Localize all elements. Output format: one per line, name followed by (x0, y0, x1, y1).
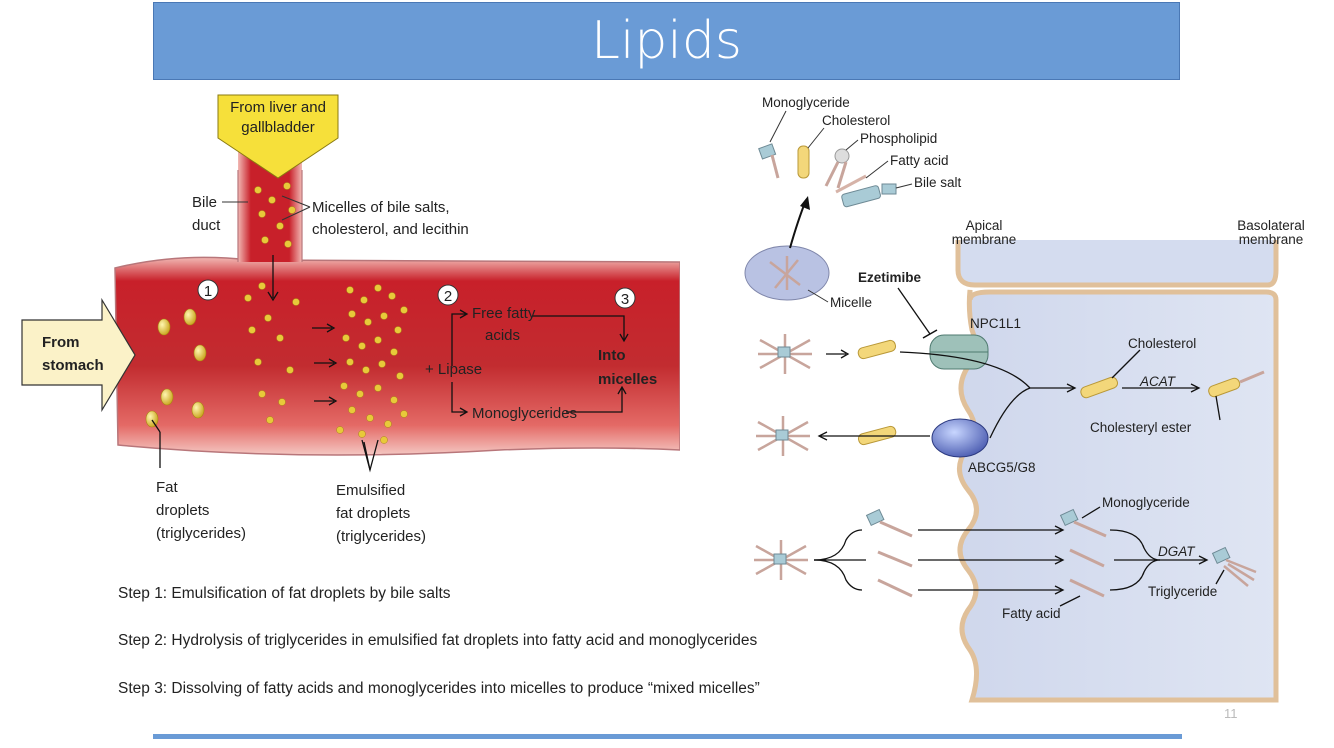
npc1l1-label: NPC1L1 (970, 316, 1021, 331)
fat-droplets-label: Fat (156, 479, 179, 496)
svg-text:fat droplets: fat droplets (336, 505, 410, 522)
slide-title-bar: Lipids (153, 2, 1180, 80)
monoglycerides-label: Monoglycerides (472, 405, 577, 422)
intestine (114, 256, 680, 456)
into-micelles-label: Into (598, 347, 626, 364)
svg-text:droplets: droplets (156, 502, 209, 519)
svg-text:2: 2 (444, 288, 452, 305)
legend-fatty-acid: Fatty acid (890, 153, 949, 168)
cholesterol-absorption-diagram: Apical membrane Basolateral membrane Mon… (744, 95, 1305, 703)
legend-cholesterol: Cholesterol (822, 113, 890, 128)
stomach-label: From (42, 334, 80, 351)
step-2-text: Step 2: Hydrolysis of triglycerides in e… (118, 632, 758, 649)
slide-title: Lipids (591, 11, 742, 71)
abcg5-label: ABCG5/G8 (968, 460, 1036, 475)
apical-label: Apical (966, 218, 1003, 233)
bottom-rule (153, 734, 1182, 739)
step-marker-1: 1 (197, 279, 219, 301)
emulsified-droplets (244, 182, 408, 444)
acat-label: ACAT (1139, 374, 1177, 389)
triglyceride-label: Triglyceride (1148, 584, 1217, 599)
basolateral-label: Basolateral (1237, 218, 1305, 233)
cholesterol-label: Cholesterol (1128, 336, 1196, 351)
svg-text:3: 3 (621, 291, 629, 308)
fat-droplets (145, 308, 207, 428)
bile-duct-tube (238, 150, 302, 262)
svg-text:gallbladder: gallbladder (241, 119, 314, 136)
legend-bile-salt: Bile salt (914, 175, 962, 190)
svg-text:membrane: membrane (1239, 232, 1304, 247)
fat-digestion-diagram: From liver and gallbladder From stomach … (21, 94, 680, 545)
step-marker-2: 2 (437, 284, 459, 306)
mixed-micelle-3 (754, 540, 808, 580)
svg-text:stomach: stomach (42, 357, 104, 374)
liver-arrow (217, 94, 339, 179)
svg-text:membrane: membrane (952, 232, 1017, 247)
step-3-text: Step 3: Dissolving of fatty acids and mo… (118, 680, 760, 697)
npc1l1-transporter (929, 334, 989, 370)
cholesteryl-ester-label: Cholesteryl ester (1090, 420, 1192, 435)
monoglyceride-molecules (865, 508, 1257, 598)
svg-text:duct: duct (192, 217, 221, 234)
molecule-legend (758, 143, 897, 208)
enterocyte (957, 289, 1279, 703)
emulsified-label: Emulsified (336, 482, 405, 499)
legend-monoglyceride: Monoglyceride (762, 95, 850, 110)
step-1-text: Step 1: Emulsification of fat droplets b… (118, 585, 451, 602)
svg-text:1: 1 (204, 283, 212, 300)
svg-text:micelles: micelles (598, 371, 657, 388)
page-number: 11 (1224, 706, 1238, 721)
free-fatty-acids-label: Free fatty (472, 305, 536, 322)
micelle-label: Micelle (830, 295, 872, 310)
stomach-arrow (21, 297, 136, 413)
lipase-label: + Lipase (425, 361, 482, 378)
mixed-micelle-2 (756, 416, 810, 456)
bile-duct-label: Bile (192, 194, 217, 211)
svg-text:(triglycerides): (triglycerides) (336, 528, 426, 545)
svg-text:(triglycerides): (triglycerides) (156, 525, 246, 542)
monoglyceride-label: Monoglyceride (1102, 495, 1190, 510)
svg-text:cholesterol, and lecithin: cholesterol, and lecithin (312, 221, 469, 238)
micelles-label: Micelles of bile salts, (312, 199, 450, 216)
dgat-label: DGAT (1158, 544, 1196, 559)
svg-text:acids: acids (485, 327, 520, 344)
liver-label: From liver and (230, 99, 326, 116)
ezetimibe-label: Ezetimibe (858, 270, 922, 285)
fatty-acid-label: Fatty acid (1002, 606, 1061, 621)
step-marker-3: 3 (614, 287, 636, 309)
mixed-micelle-1 (758, 334, 812, 374)
legend-phospholipid: Phospholipid (860, 131, 937, 146)
abcg5-transporter (931, 418, 989, 458)
